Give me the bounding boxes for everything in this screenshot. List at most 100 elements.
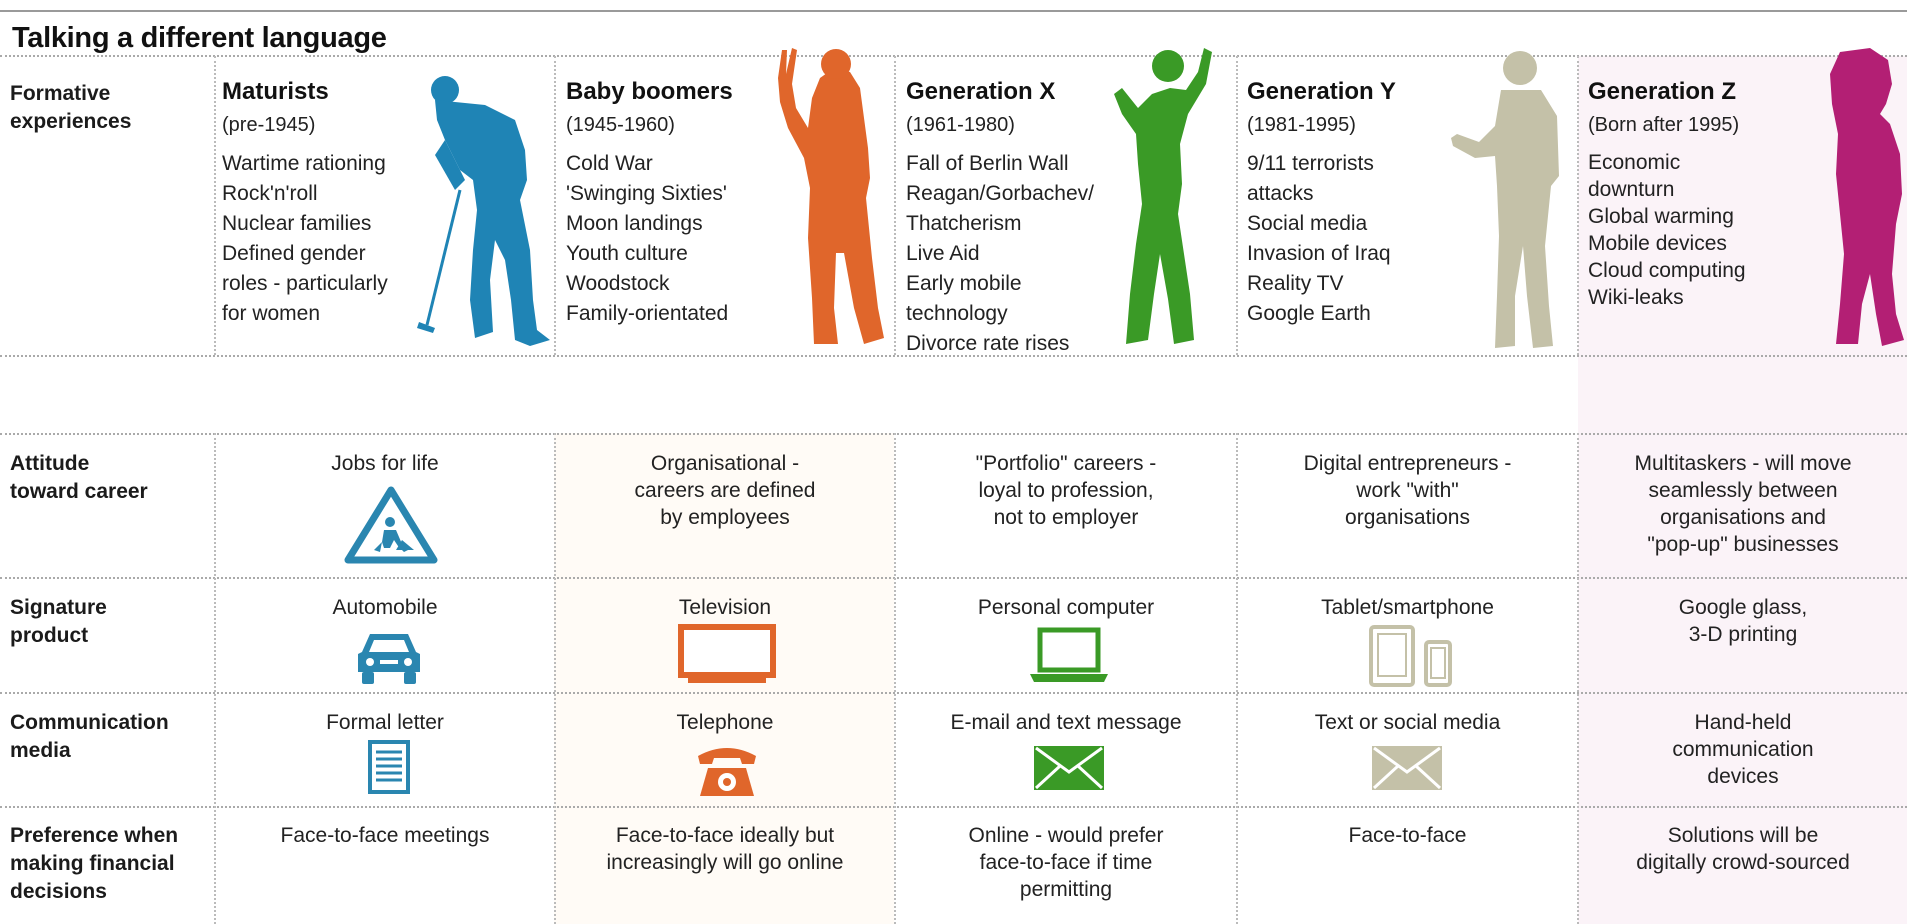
page-title: Talking a different language — [12, 22, 387, 54]
signature-product-cell: Tablet/smartphone — [1321, 596, 1494, 619]
list-item: Woodstock — [566, 272, 670, 295]
column-divider — [554, 433, 556, 924]
list-item: Youth culture — [566, 242, 688, 265]
top-rule — [0, 10, 1907, 12]
financial-preference-cell: Online - would prefer face-to-face if ti… — [968, 824, 1164, 901]
communication-media-cell: Hand-held communication devices — [1672, 711, 1814, 788]
golfer-silhouette-icon — [417, 76, 550, 346]
communication-media-cell: Text or social media — [1314, 711, 1501, 734]
list-item: Live Aid — [906, 242, 980, 265]
generation-z: Generation Z (Born after 1995) Economic … — [1588, 78, 1818, 311]
list-item: Reality TV — [1247, 272, 1344, 295]
row-label-signature-product: Signature product — [10, 596, 107, 647]
financial-preference-cell: Face-to-face — [1348, 824, 1467, 847]
formative-experiences-list: Cold War 'Swinging Sixties' Moon landing… — [566, 149, 796, 329]
list-item: Global warming — [1588, 205, 1734, 228]
column-divider — [894, 56, 896, 355]
list-item: Nuclear families — [222, 212, 372, 235]
column-divider — [214, 56, 216, 355]
attitude-cell: Digital entrepreneurs - work "with" orga… — [1303, 452, 1512, 529]
divider — [0, 433, 1907, 435]
divider — [0, 577, 1907, 579]
generation-name: Generation X — [906, 78, 1056, 105]
list-item: Wartime rationing — [222, 152, 386, 175]
roadworks-warning-sign-icon — [344, 486, 438, 564]
column-divider — [554, 56, 556, 355]
television-icon — [678, 624, 776, 683]
envelope-icon — [1372, 746, 1442, 790]
list-item: Divorce rate rises — [906, 332, 1070, 355]
attitude-cell: Organisational - careers are defined by … — [634, 452, 816, 529]
list-item: Economic downturn — [1588, 151, 1681, 201]
teen-girl-silhouette-icon — [1830, 48, 1904, 346]
financial-preference-cell: Face-to-face ideally but increasingly wi… — [606, 824, 844, 874]
generation-name: Generation Z — [1588, 78, 1737, 105]
generation-years: (Born after 1995) — [1588, 114, 1740, 136]
column-divider — [894, 433, 896, 924]
divider — [0, 806, 1907, 808]
row-label-financial-preference: Preference when making financial decisio… — [10, 824, 179, 903]
generation-maturists: Maturists (pre-1945) Wartime rationing R… — [222, 78, 442, 329]
tablet-smartphone-icon — [1369, 625, 1452, 687]
row-label-formative: Formative experiences — [10, 82, 132, 133]
list-item: Fall of Berlin Wall — [906, 152, 1069, 175]
generation-y: Generation Y (1981-1995) 9/11 terrorists… — [1247, 78, 1477, 329]
list-item: Family-orientated — [566, 302, 729, 325]
list-item: Invasion of Iraq — [1247, 242, 1391, 265]
generation-years: (pre-1945) — [222, 114, 316, 136]
list-item: Moon landings — [566, 212, 703, 235]
list-item: Reagan/Gorbachev/ Thatcherism — [906, 182, 1094, 235]
communication-media-cell: Telephone — [676, 711, 774, 734]
formative-experiences-list: Fall of Berlin Wall Reagan/Gorbachev/ Th… — [906, 149, 1136, 359]
divider — [0, 355, 1907, 357]
letter-icon — [368, 740, 410, 794]
attitude-cell: Multitaskers - will move seamlessly betw… — [1634, 452, 1852, 556]
row-label-attitude: Attitude toward career — [10, 452, 148, 503]
financial-preference-cell: Solutions will be digitally crowd-source… — [1636, 824, 1850, 874]
list-item: Rock'n'roll — [222, 182, 318, 205]
generation-years: (1961-1980) — [906, 114, 1015, 136]
list-item: Mobile devices — [1588, 232, 1727, 255]
list-item: Cloud computing — [1588, 259, 1746, 282]
communication-media-cell: E-mail and text message — [950, 711, 1182, 734]
dancer-silhouette-icon — [1114, 48, 1212, 344]
formative-experiences-list: Economic downturn Global warming Mobile … — [1588, 149, 1818, 311]
generation-years: (1945-1960) — [566, 114, 675, 136]
generation-name: Generation Y — [1247, 78, 1396, 105]
signature-product-cell: Google glass, 3-D printing — [1678, 596, 1808, 646]
row-label-communication-media: Communication media — [10, 711, 169, 762]
communication-media-cell: Formal letter — [326, 711, 444, 734]
list-item: Social media — [1247, 212, 1368, 235]
texting-person-silhouette-icon — [1451, 51, 1559, 348]
formative-experiences-list: 9/11 terrorists attacks Social media Inv… — [1247, 149, 1477, 329]
column-divider — [1577, 433, 1579, 924]
list-item: Defined gender roles - particularly for … — [222, 242, 388, 325]
list-item: 'Swinging Sixties' — [566, 182, 727, 205]
list-item: Cold War — [566, 152, 653, 175]
divider — [0, 692, 1907, 694]
generation-years: (1981-1995) — [1247, 114, 1356, 136]
generation-x: Generation X (1961-1980) Fall of Berlin … — [906, 78, 1136, 359]
column-divider — [214, 433, 216, 924]
signature-product-cell: Personal computer — [977, 596, 1155, 619]
formative-experiences-list: Wartime rationing Rock'n'roll Nuclear fa… — [222, 149, 442, 329]
list-item: 9/11 terrorists attacks — [1247, 152, 1374, 205]
generation-name: Maturists — [222, 78, 329, 105]
list-item: Wiki-leaks — [1588, 286, 1684, 309]
laptop-icon — [1030, 627, 1108, 682]
divider — [0, 55, 1907, 57]
generation-baby-boomers: Baby boomers (1945-1960) Cold War 'Swing… — [566, 78, 796, 329]
attitude-cell: Jobs for life — [331, 452, 439, 475]
attitude-cell: "Portfolio" careers - loyal to professio… — [975, 452, 1157, 529]
column-divider — [1577, 56, 1579, 355]
car-icon — [358, 634, 420, 684]
list-item: Google Earth — [1247, 302, 1371, 325]
telephone-icon — [698, 748, 756, 796]
list-item: Early mobile technology — [906, 272, 1022, 325]
envelope-icon — [1034, 746, 1104, 790]
signature-product-cell: Television — [678, 596, 772, 619]
financial-preference-cell: Face-to-face meetings — [280, 824, 490, 847]
generation-name: Baby boomers — [566, 78, 733, 105]
column-divider — [1236, 56, 1238, 355]
signature-product-cell: Automobile — [332, 596, 438, 619]
